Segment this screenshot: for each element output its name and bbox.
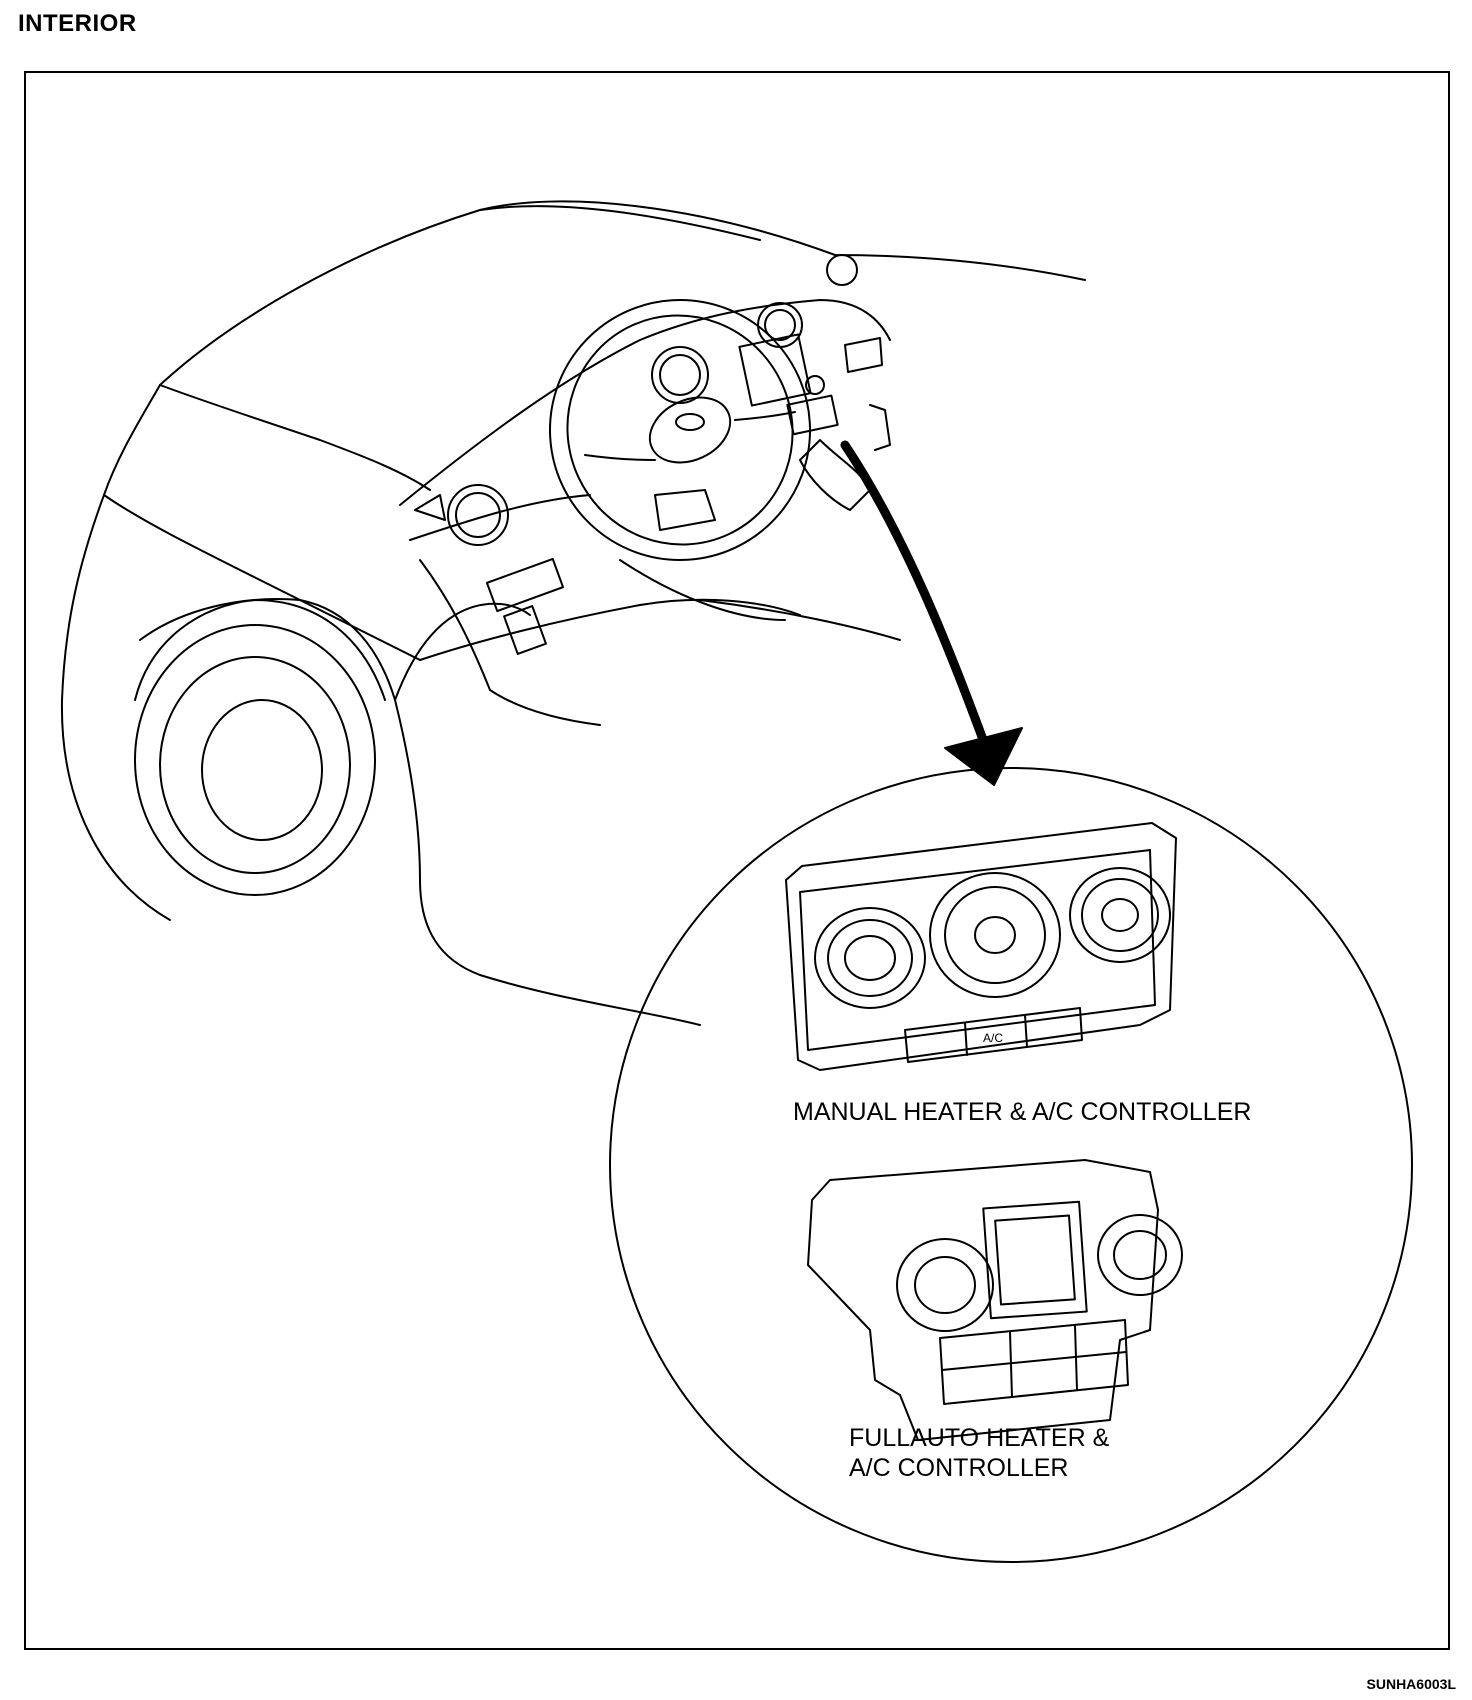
fullauto-controller-label-line1: FULLAUTO HEATER & [849,1424,1110,1452]
fullauto-controller-drawing [807,1159,1183,1441]
fullauto-controller-label-line2: A/C CONTROLLER [849,1454,1069,1482]
manual-controller-label: MANUAL HEATER & A/C CONTROLLER [793,1098,1252,1126]
steering-wheel-drawing [549,299,811,561]
svg-text:A/C: A/C [983,1031,1003,1045]
figure-code: SUNHA6003L [1366,1676,1456,1692]
page-title: INTERIOR [18,10,137,37]
car-body-drawing [60,200,1086,1026]
detail-circle [609,767,1413,1563]
manual-controller-drawing: A/C [785,822,1177,1071]
figure-frame [24,71,1450,1650]
dashboard-drawing [399,254,891,726]
fullauto-controller-label: FULLAUTO HEATER & A/C CONTROLLER [849,1423,1109,1483]
wheel-drawing [134,599,386,896]
callout-arrow [840,440,1023,786]
